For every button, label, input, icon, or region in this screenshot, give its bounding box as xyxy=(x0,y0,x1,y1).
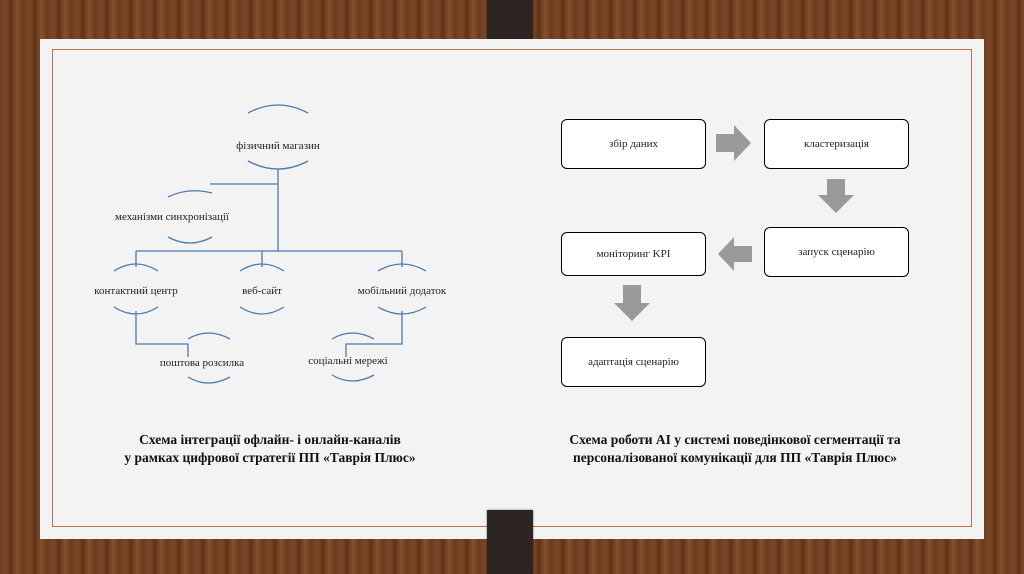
arc xyxy=(332,375,374,381)
arc xyxy=(168,237,212,243)
binder-clip-bottom xyxy=(487,510,533,574)
arrow-left-icon xyxy=(718,237,752,271)
node-sync-mechanisms: механізми синхронізації xyxy=(115,211,230,223)
slide: фізичний магазин механізми синхронізації… xyxy=(40,39,984,539)
node-social: соціальні мережі xyxy=(308,355,387,367)
arc xyxy=(188,333,230,339)
node-contact-center: контактний центр xyxy=(94,285,178,297)
node-physical-store: фізичний магазин xyxy=(236,140,320,152)
step-adapt: адаптація сценарію xyxy=(561,337,706,387)
node-mobile-app: мобільний додаток xyxy=(358,285,447,297)
right-caption-line1: Схема роботи AI у системі поведінкової с… xyxy=(510,431,960,449)
node-website: веб-сайт xyxy=(242,285,282,297)
arrow-down-icon xyxy=(614,285,650,321)
arc xyxy=(188,377,230,383)
arc xyxy=(248,161,308,169)
step-cluster: кластеризація xyxy=(764,119,909,169)
social-connector xyxy=(346,311,402,357)
left-caption-line1: Схема інтеграції офлайн- і онлайн-каналі… xyxy=(60,431,480,449)
step-monitor: моніторинг KPI xyxy=(561,232,706,276)
arc xyxy=(248,105,308,113)
arc xyxy=(332,333,374,339)
right-caption: Схема роботи AI у системі поведінкової с… xyxy=(510,431,960,467)
node-mailing: поштова розсилка xyxy=(160,357,244,369)
step-collect: збір даних xyxy=(561,119,706,169)
step-launch: запуск сценарію xyxy=(764,227,909,277)
mailing-connector xyxy=(136,311,188,357)
arrow-right-icon xyxy=(716,125,752,161)
right-caption-line2: персоналізованої комунікації для ПП «Тав… xyxy=(510,449,960,467)
arrow-down-icon xyxy=(818,179,854,213)
left-caption: Схема інтеграції офлайн- і онлайн-каналі… xyxy=(60,431,480,467)
arc xyxy=(240,307,284,314)
left-caption-line2: у рамках цифрової стратегії ПП «Таврія П… xyxy=(60,449,480,467)
arc xyxy=(168,191,212,197)
